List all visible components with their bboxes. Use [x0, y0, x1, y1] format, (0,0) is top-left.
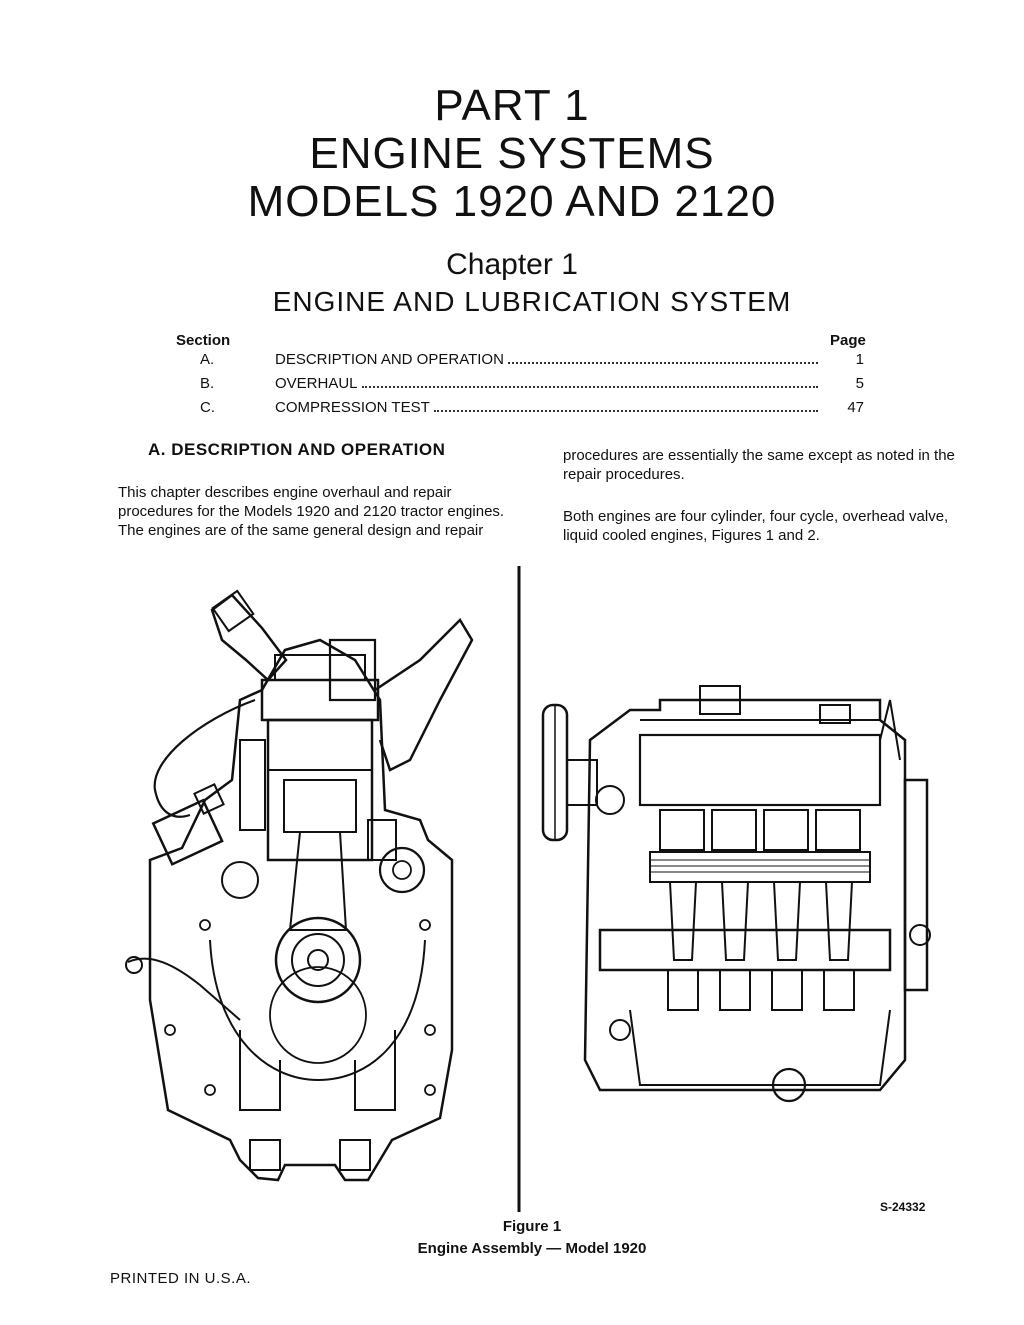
toc-page: 1	[855, 351, 864, 368]
toc-title: DESCRIPTION AND OPERATION	[275, 351, 504, 368]
toc-row-a[interactable]: A. DESCRIPTION AND OPERATION 1	[200, 351, 864, 373]
toc-title: OVERHAUL	[275, 375, 358, 392]
toc-leader	[507, 362, 818, 364]
toc-leader	[433, 410, 818, 412]
toc-letter: C.	[200, 399, 215, 416]
figure-caption-title: Engine Assembly — Model 1920	[417, 1240, 647, 1257]
toc-page: 47	[847, 399, 864, 416]
toc-section-label: Section	[176, 332, 231, 349]
toc-page-label: Page	[830, 332, 866, 349]
engine-side-view	[541, 685, 931, 1103]
section-a-paragraph-left: This chapter describes engine overhaul a…	[118, 484, 505, 539]
system-title: ENGINE SYSTEMS	[309, 129, 715, 178]
chapter-number: Chapter 1	[446, 248, 578, 281]
part-title-block: PART 1 ENGINE SYSTEMS MODELS 1920 AND 21…	[0, 82, 1024, 226]
toc-row-b[interactable]: B. OVERHAUL 5	[200, 375, 864, 397]
figure-caption-number: Figure 1	[502, 1218, 562, 1235]
toc-letter: B.	[200, 375, 215, 392]
toc-leader	[361, 386, 818, 388]
models-title: MODELS 1920 AND 2120	[247, 177, 777, 226]
figure-code: S-24332	[880, 1200, 926, 1214]
engine-front-view	[125, 589, 474, 1182]
toc-row-c[interactable]: C. COMPRESSION TEST 47	[200, 399, 864, 421]
printed-in-footer: PRINTED IN U.S.A.	[110, 1270, 252, 1287]
section-a-heading: A. DESCRIPTION AND OPERATION	[148, 440, 446, 459]
chapter-title: ENGINE AND LUBRICATION SYSTEM	[272, 286, 792, 317]
toc-page: 5	[855, 375, 864, 392]
toc-letter: A.	[200, 351, 215, 368]
section-a-paragraph-right-2: Both engines are four cylinder, four cyc…	[563, 508, 949, 544]
section-a-paragraph-right-1: procedures are essentially the same exce…	[563, 447, 955, 483]
part-title: PART 1	[434, 81, 590, 130]
toc-title: COMPRESSION TEST	[275, 399, 430, 416]
